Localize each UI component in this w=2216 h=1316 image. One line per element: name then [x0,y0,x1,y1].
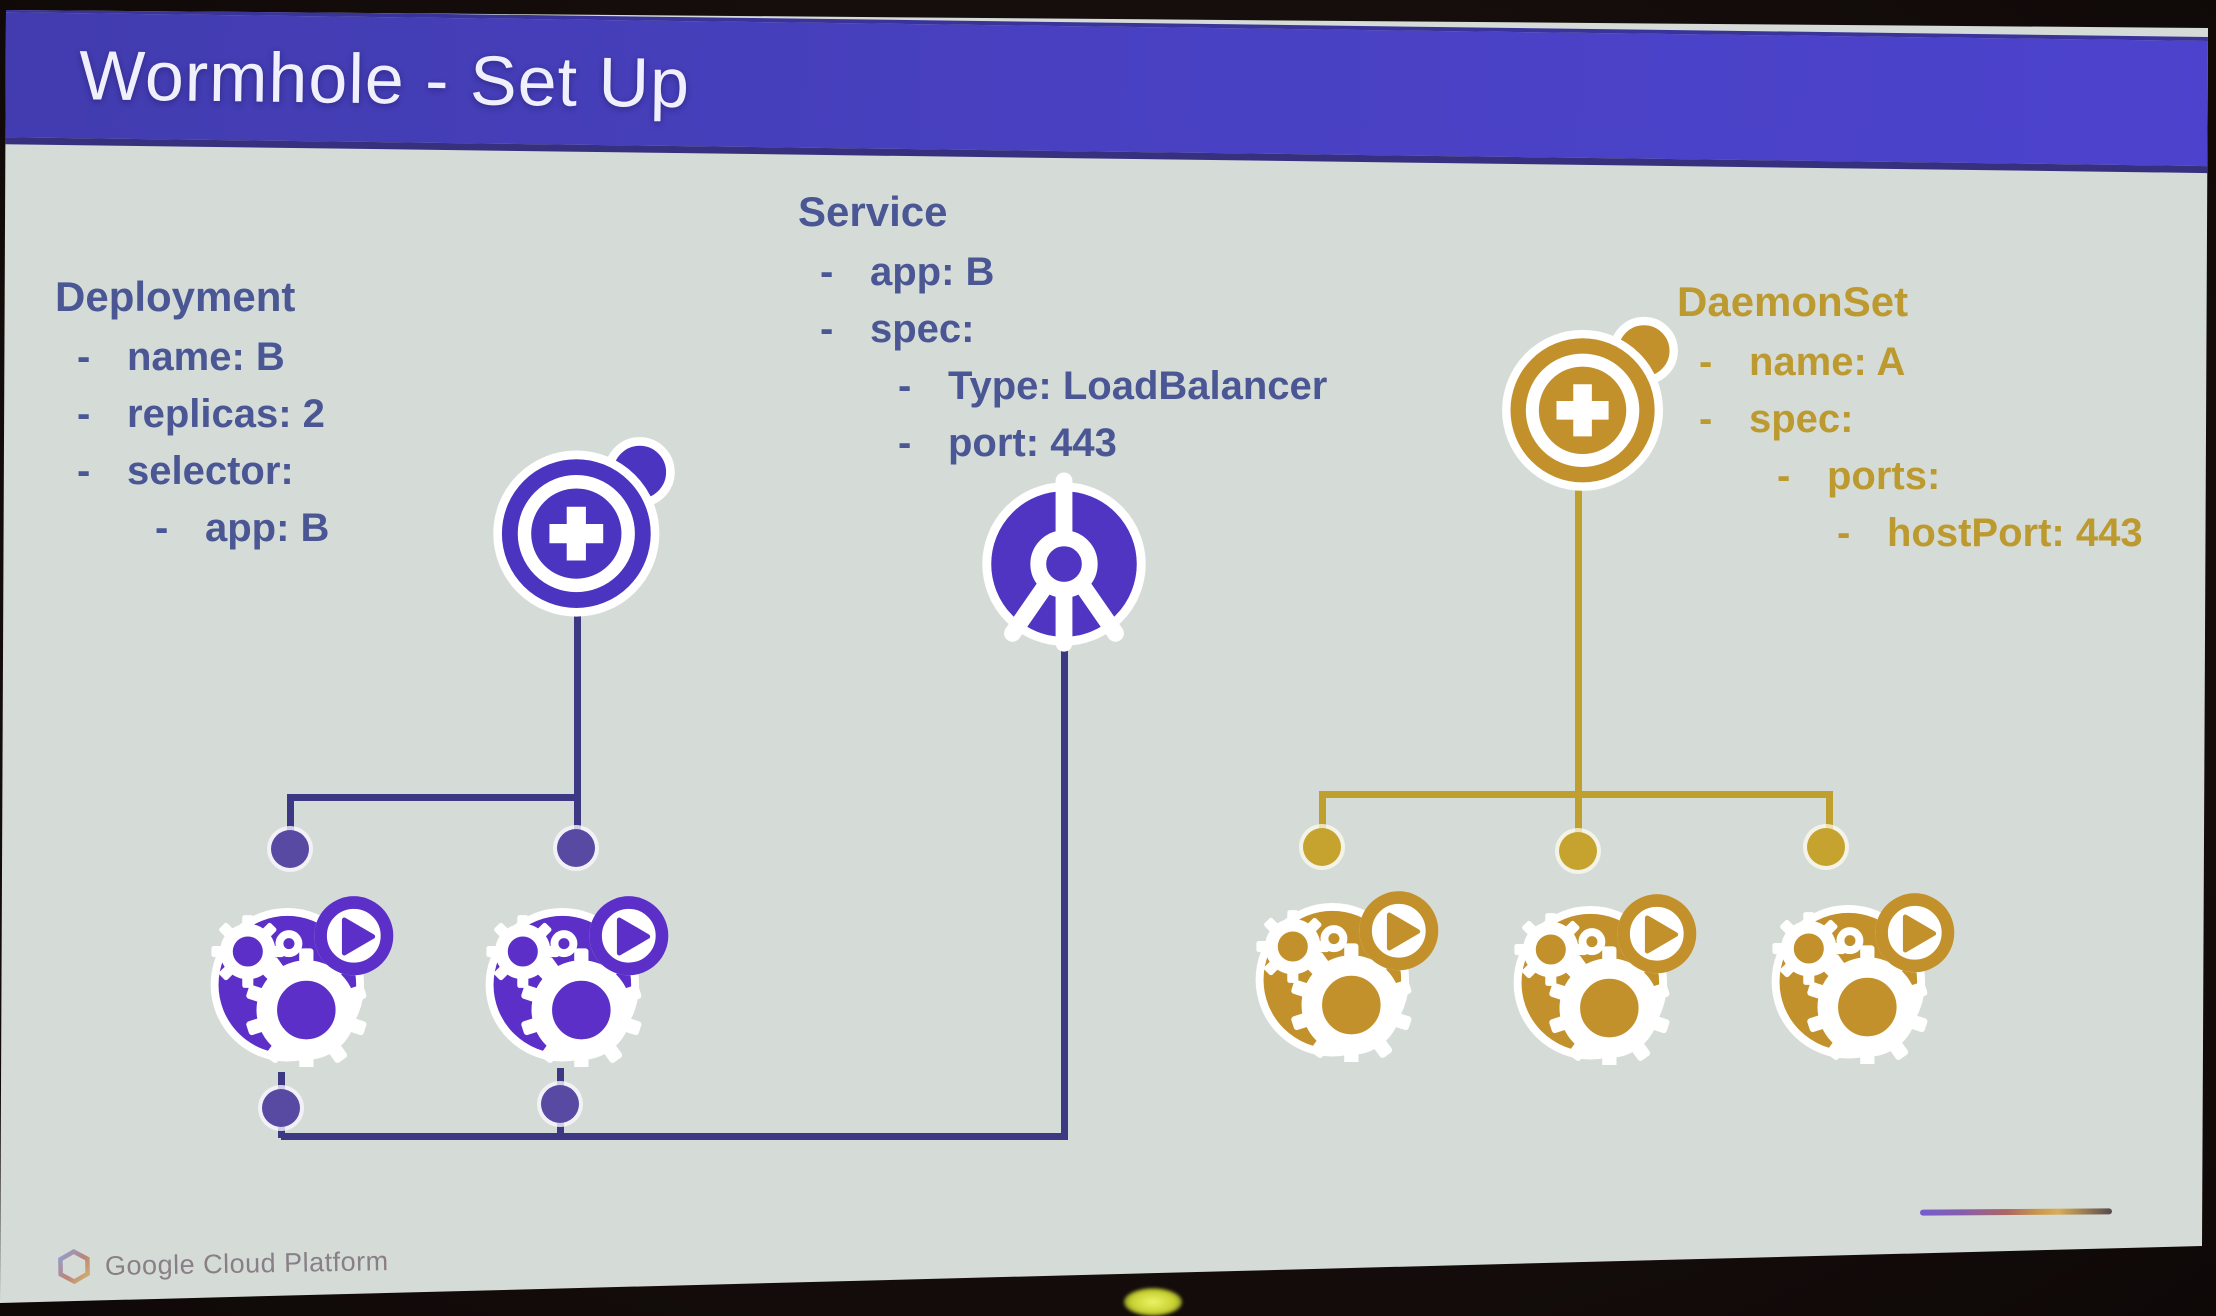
service-title: Service [798,188,948,235]
connector-dot [541,1085,579,1123]
bullet-dash: - [1777,454,1791,498]
spec-text: name: A [1749,340,1906,384]
spec-text: port: 443 [948,421,1117,465]
spec-line: - selector: [55,449,295,506]
spec-text: app: B [870,250,995,294]
spec-line: - name: A [1677,340,1908,397]
spec-line: - spec: [798,307,975,364]
spec-text: ports: [1827,454,1941,498]
google-cloud-hexagon-icon [58,1249,90,1285]
connector-line [287,794,294,832]
spec-line: - Type: LoadBalancer [798,364,1327,421]
connector-dot [262,1089,300,1127]
connector-dot [557,829,595,867]
connector-dot [1559,832,1597,870]
spec-line: - hostPort: 443 [1677,511,2143,568]
spec-text: spec: [1749,397,1854,441]
spec-line: - name: B [55,335,295,392]
pod-icon [1766,890,1956,1064]
connector-line [574,596,581,798]
connector-line [1319,791,1326,831]
connector-line [1575,798,1582,836]
pod-icon [480,893,670,1067]
bullet-dash: - [77,335,91,379]
spec-line: - replicas: 2 [55,392,325,449]
bullet-dash: - [77,392,91,436]
connector-dot [1807,828,1845,866]
spec-text: hostPort: 443 [1887,511,2143,555]
connector-line [1826,791,1833,831]
bullet-dash: - [898,421,912,465]
service-icon [965,469,1163,667]
bullet-dash: - [1837,511,1851,555]
deployment-spec-block: Deployment - name: B - replicas: 2 - sel… [55,273,329,563]
google-cloud-label: Google Cloud Platform [104,1245,389,1281]
deployment-title: Deployment [55,273,296,320]
bullet-dash: - [820,250,834,294]
spec-text: Type: LoadBalancer [948,364,1328,408]
footer-brand: Google Cloud Platform [56,1243,389,1285]
bullet-dash: - [77,449,91,493]
daemonset-controller-icon [1497,308,1683,494]
spec-line: - ports: [1677,454,1940,511]
spec-text: app: B [205,506,330,550]
spec-line: - app: B [55,506,329,563]
projector-glow [1124,1288,1182,1316]
connector-dot [1303,828,1341,866]
spec-text: spec: [870,307,975,351]
pod-icon [205,893,395,1067]
daemonset-spec-block: DaemonSet - name: A - spec: - ports: - h… [1677,278,2143,568]
title-banner: Wormhole - Set Up [0,10,2208,174]
spec-line: - app: B [798,250,994,307]
bullet-dash: - [155,506,169,550]
slide-title: Wormhole - Set Up [78,36,691,123]
pod-icon [1508,891,1698,1065]
connector-line [1575,486,1582,796]
connector-line [287,794,581,801]
spec-line: - spec: [1677,397,1908,454]
bullet-dash: - [898,364,912,408]
bullet-dash: - [820,307,834,351]
daemonset-title: DaemonSet [1677,278,1909,325]
spec-text: selector: [127,449,294,493]
connector-line [574,798,581,832]
gradient-bar [1919,1208,2113,1216]
service-spec-block: Service - app: B - spec: - Type: LoadBal… [798,188,1327,478]
connector-dot [271,830,309,868]
connector-line [1061,646,1068,1140]
spec-text: replicas: 2 [127,392,325,436]
connector-line [1319,791,1833,798]
bullet-dash: - [1699,397,1713,441]
spec-line: - port: 443 [798,421,1117,478]
spec-text: name: B [127,335,285,379]
deployment-controller-icon [488,428,680,620]
connector-line [281,1133,1068,1140]
bullet-dash: - [1699,340,1713,384]
pod-icon [1250,888,1440,1062]
